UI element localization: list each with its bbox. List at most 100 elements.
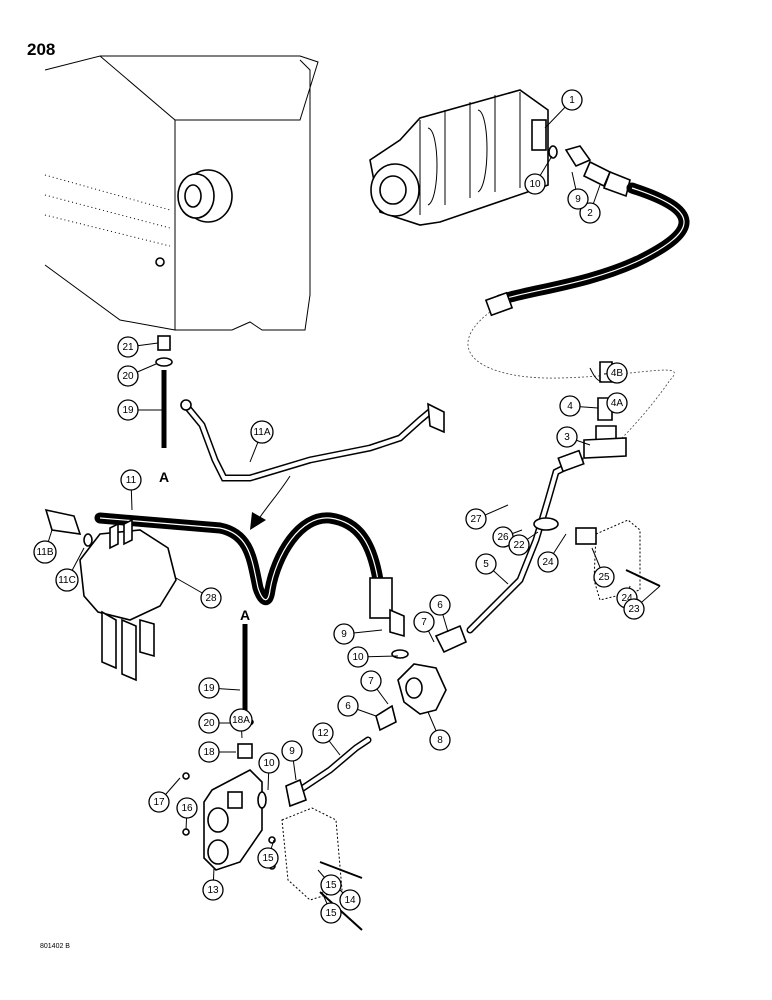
callout-label: 14 <box>344 895 356 906</box>
callout-circle <box>429 729 451 751</box>
callout-label: 10 <box>263 758 275 769</box>
callout-circle <box>606 392 628 414</box>
callout-label: 4B <box>611 368 624 379</box>
callout-label: 11B <box>36 547 53 558</box>
callout-18a: 18A <box>229 708 253 739</box>
callout-19: 19 <box>117 399 162 421</box>
callout-12: 12 <box>312 722 341 756</box>
callout-label: 2 <box>587 208 593 219</box>
callout-15: 15 <box>257 839 279 869</box>
callout-4: 4 <box>559 395 599 417</box>
callout-label: 9 <box>289 746 295 757</box>
callout-25: 25 <box>591 547 615 588</box>
callout-circle <box>198 677 220 699</box>
figure-code: 801402 B <box>40 943 70 950</box>
callout-label: 24 <box>542 557 554 568</box>
callout-circle <box>176 797 198 819</box>
callout-circle <box>559 395 581 417</box>
callout-label: 9 <box>575 194 581 205</box>
callout-5: 5 <box>475 553 509 585</box>
callout-circle <box>258 752 280 774</box>
callout-label: 3 <box>564 432 570 443</box>
callout-circle <box>312 722 334 744</box>
callout-circle <box>360 670 382 692</box>
callout-label: 11 <box>126 475 137 486</box>
callout-label: 23 <box>628 604 640 615</box>
callout-label: 18A <box>232 715 250 726</box>
elbow-fitting <box>375 608 468 732</box>
callout-label: 11C <box>58 575 76 586</box>
callout-11a: 11A <box>249 420 274 463</box>
callout-19: 19 <box>198 677 241 699</box>
callout-circle <box>508 534 530 556</box>
callout-circle <box>250 420 274 444</box>
callout-circle <box>413 611 435 633</box>
callout-circle <box>579 202 601 224</box>
callout-label: 15 <box>325 880 337 891</box>
callout-label: 20 <box>122 371 134 382</box>
callout-21: 21 <box>117 336 159 358</box>
callout-label: 20 <box>203 718 215 729</box>
callout-label: 13 <box>207 885 219 896</box>
callout-circle <box>606 362 628 384</box>
section-marker: A <box>240 607 250 623</box>
callout-circle <box>567 188 589 210</box>
callout-11b: 11B <box>33 529 57 564</box>
callout-label: 10 <box>529 179 541 190</box>
callout-circle <box>333 623 355 645</box>
callout-circle <box>200 587 222 609</box>
callout-17: 17 <box>148 777 181 813</box>
callout-circle <box>561 89 583 111</box>
callout-circle <box>475 553 497 575</box>
callout-15: 15 <box>317 869 342 896</box>
callout-circle <box>320 874 342 896</box>
callout-circle <box>593 566 615 588</box>
callout-circle <box>429 594 451 616</box>
callout-circle <box>117 365 139 387</box>
callout-circle <box>556 426 578 448</box>
callout-circle <box>320 902 342 924</box>
callout-4b: 4B <box>603 362 628 384</box>
callout-label: 8 <box>437 735 443 746</box>
callout-circle <box>465 508 487 530</box>
callout-16: 16 <box>176 797 198 831</box>
callout-9: 9 <box>281 740 303 781</box>
callout-label: 18 <box>203 747 215 758</box>
callout-1: 1 <box>544 89 583 129</box>
callout-circle <box>524 173 546 195</box>
callout-circle <box>347 646 369 668</box>
callout-label: 26 <box>497 532 509 543</box>
callout-11: 11 <box>120 469 142 511</box>
callout-label: 6 <box>345 701 351 712</box>
callout-2: 2 <box>579 184 601 224</box>
callout-4a: 4A <box>606 392 628 414</box>
callout-label: 15 <box>325 908 337 919</box>
callout-label: 21 <box>122 342 134 353</box>
callout-circle <box>55 568 79 592</box>
callout-label: 25 <box>598 572 610 583</box>
callout-circle <box>148 791 170 813</box>
callout-circle <box>229 708 253 732</box>
section-marker: A <box>159 469 169 485</box>
callout-label: 16 <box>181 803 193 814</box>
callout-label: 15 <box>262 853 274 864</box>
callout-circle <box>257 847 279 869</box>
callout-circle <box>202 879 224 901</box>
callout-24: 24 <box>537 533 567 573</box>
callout-9: 9 <box>333 623 383 645</box>
callout-3: 3 <box>556 426 591 448</box>
callout-20: 20 <box>198 712 238 734</box>
callout-circle <box>281 740 303 762</box>
callout-10: 10 <box>347 646 399 668</box>
callout-circle <box>623 598 645 620</box>
callout-circle <box>117 336 139 358</box>
callout-14: 14 <box>339 889 361 911</box>
callout-23: 23 <box>623 585 661 620</box>
callout-7: 7 <box>413 611 435 643</box>
callout-label: 12 <box>317 728 329 739</box>
loader-frame <box>44 55 319 331</box>
callout-circle <box>339 889 361 911</box>
callout-label: 19 <box>122 405 134 416</box>
pump-outlet-fittings <box>548 145 631 198</box>
